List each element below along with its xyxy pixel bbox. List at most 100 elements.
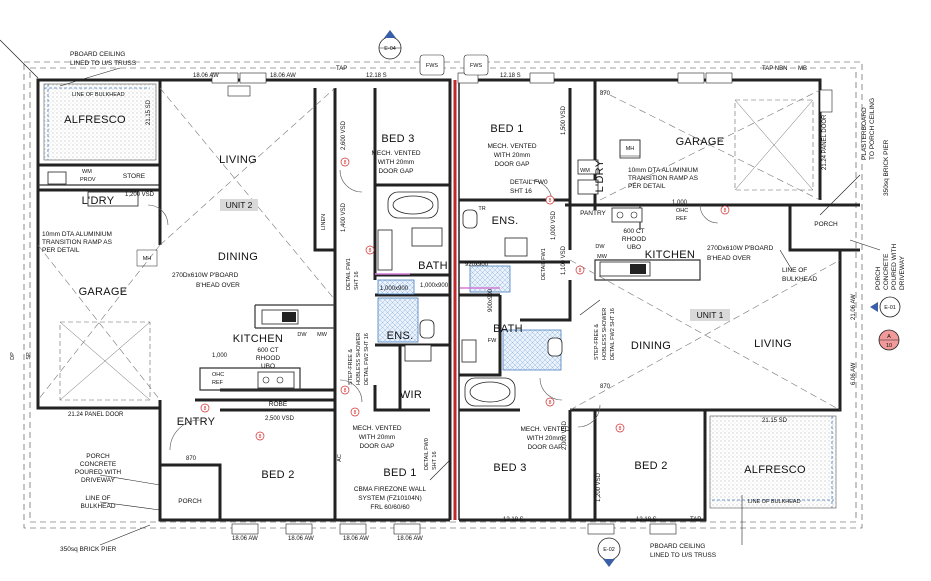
svg-text:DP: DP	[10, 352, 16, 360]
svg-text:TAP: TAP	[690, 517, 701, 523]
fws-tags: FWS FWS	[419, 54, 489, 76]
svg-text:8: 8	[369, 248, 372, 254]
svg-text:SYSTEM (FZ10104N): SYSTEM (FZ10104N)	[358, 495, 422, 502]
svg-text:18.06 AW: 18.06 AW	[288, 536, 314, 542]
roof-line	[23, 61, 863, 529]
svg-text:LINE OF: LINE OF	[782, 267, 807, 274]
svg-text:DW: DW	[297, 332, 307, 338]
svg-text:DRIVEWAY: DRIVEWAY	[81, 477, 116, 484]
svg-text:2,600 VSD: 2,600 VSD	[341, 120, 347, 150]
svg-text:12.18 S: 12.18 S	[366, 73, 387, 79]
svg-text:MECH. VENTED: MECH. VENTED	[487, 143, 536, 150]
tag-e04-label: E-04	[384, 46, 396, 52]
svg-text:12.18 S: 12.18 S	[636, 517, 657, 523]
svg-text:FWS: FWS	[426, 63, 439, 69]
u1-room-alfresco: ALFRESCO	[744, 464, 806, 476]
svg-text:12.18 S: 12.18 S	[503, 517, 524, 523]
svg-text:DRIVEWAY: DRIVEWAY	[899, 255, 906, 290]
svg-text:WITH 20mm: WITH 20mm	[494, 152, 530, 159]
u2-room-porch: PORCH	[178, 498, 202, 505]
svg-text:UBO: UBO	[261, 363, 275, 370]
u2-room-robe: ROBE	[269, 401, 288, 408]
u1-room-ldry: L'DRY	[594, 159, 606, 192]
svg-text:1,000: 1,000	[672, 200, 688, 206]
svg-text:1,000: 1,000	[212, 353, 228, 359]
svg-text:MECH. VENTED: MECH. VENTED	[371, 150, 420, 157]
svg-text:900x900: 900x900	[488, 288, 494, 312]
door-markers: 8 8 8 8 8 8 8 8 8 8 8	[200, 157, 730, 441]
svg-text:B'HEAD OVER: B'HEAD OVER	[707, 255, 751, 262]
svg-text:SP: SP	[26, 352, 32, 360]
svg-text:CBMA FIREZONE WALL: CBMA FIREZONE WALL	[354, 486, 427, 493]
svg-text:600 CT: 600 CT	[623, 228, 644, 235]
tag-e01[interactable]: E-01	[870, 296, 901, 318]
u2-room-dining: DINING	[218, 251, 258, 263]
u1-room-bed2: BED 2	[634, 460, 667, 472]
svg-text:SHT 16: SHT 16	[510, 188, 532, 195]
svg-text:1,000x900: 1,000x900	[380, 286, 409, 292]
svg-text:RHOOD: RHOOD	[622, 236, 647, 243]
svg-text:18.06 AW: 18.06 AW	[343, 536, 369, 542]
svg-text:MW: MW	[317, 332, 328, 338]
svg-text:FW: FW	[488, 338, 497, 344]
svg-text:1,400 VSD: 1,400 VSD	[341, 202, 347, 232]
tag-e02[interactable]: E-02	[597, 537, 621, 567]
svg-text:6.06 AW: 6.06 AW	[851, 362, 857, 385]
svg-text:SHT 16: SHT 16	[354, 271, 360, 290]
tag-a10[interactable]: A 10	[878, 329, 900, 351]
svg-text:TAP NBN: TAP NBN	[762, 66, 787, 72]
svg-text:21.15 SD: 21.15 SD	[762, 418, 788, 424]
svg-text:LINED TO U/S TRUSS: LINED TO U/S TRUSS	[70, 60, 137, 67]
u1-room-porch: PORCH	[814, 221, 838, 228]
u2-room-bed3: BED 3	[381, 133, 414, 145]
svg-text:2,500 VSD: 2,500 VSD	[265, 416, 295, 422]
svg-text:PBOARD CEILING: PBOARD CEILING	[650, 543, 705, 550]
svg-text:OHC: OHC	[212, 372, 224, 378]
u1-room-living: LIVING	[754, 338, 792, 350]
unit2-alfresco-pad	[43, 83, 157, 161]
svg-text:21.24 PANEL DOOR: 21.24 PANEL DOOR	[68, 412, 124, 418]
svg-text:10mm DTA ALUMINIUM: 10mm DTA ALUMINIUM	[42, 231, 112, 238]
svg-text:920x900: 920x900	[465, 262, 489, 268]
svg-text:MH: MH	[626, 146, 635, 152]
svg-text:MW: MW	[597, 254, 608, 260]
svg-text:1,200 VSD: 1,200 VSD	[596, 472, 602, 502]
u2-room-ldry: L'DRY	[82, 195, 115, 207]
u2-room-bed1: BED 1	[383, 467, 416, 479]
window-marks	[211, 72, 833, 535]
svg-text:8: 8	[344, 160, 347, 166]
svg-text:REF: REF	[212, 380, 224, 386]
unit2-ens-shower	[377, 297, 419, 343]
svg-text:UBO: UBO	[627, 244, 641, 251]
u2-unit-tag: UNIT 2	[226, 200, 253, 210]
unit1-walls	[459, 78, 860, 522]
u2-room-store: STORE	[123, 173, 146, 180]
svg-text:270Dx610W P'BOARD: 270Dx610W P'BOARD	[707, 245, 774, 252]
svg-text:MH: MH	[143, 256, 152, 262]
svg-text:18.06 AW: 18.06 AW	[397, 536, 423, 542]
tag-e04[interactable]: E-04	[378, 30, 402, 60]
svg-text:DOOR GAP: DOOR GAP	[527, 444, 562, 451]
svg-text:1,200 VSD: 1,200 VSD	[125, 192, 155, 198]
svg-text:DETAIL FW0: DETAIL FW0	[510, 179, 548, 186]
tag-e02-label: E-02	[603, 547, 615, 553]
u1-room-garage: GARAGE	[676, 136, 725, 148]
svg-text:HOBLESS SHOWER: HOBLESS SHOWER	[602, 308, 608, 360]
svg-text:18.06 AW: 18.06 AW	[193, 73, 219, 79]
svg-text:8: 8	[549, 400, 552, 406]
svg-text:FRL 60/60/60: FRL 60/60/60	[370, 504, 410, 511]
svg-text:1,000x900: 1,000x900	[420, 283, 449, 289]
svg-text:PORCH: PORCH	[86, 453, 110, 460]
svg-text:FWS: FWS	[470, 63, 483, 69]
tag-e01-label: E-01	[884, 305, 896, 311]
svg-text:DOOR GAP: DOOR GAP	[494, 161, 529, 168]
svg-text:DOOR GAP: DOOR GAP	[359, 443, 394, 450]
svg-text:POURED WITH: POURED WITH	[75, 469, 122, 476]
svg-text:PORCH: PORCH	[875, 266, 882, 290]
svg-text:TRANSITION RAMP AS: TRANSITION RAMP AS	[628, 175, 699, 182]
svg-text:MECH. VENTED: MECH. VENTED	[352, 425, 401, 432]
svg-text:LINE OF BULKHEAD: LINE OF BULKHEAD	[72, 92, 125, 98]
svg-text:DW: DW	[595, 244, 605, 250]
svg-text:TR: TR	[478, 206, 485, 212]
svg-text:LINED TO U/S TRUSS: LINED TO U/S TRUSS	[650, 552, 717, 559]
